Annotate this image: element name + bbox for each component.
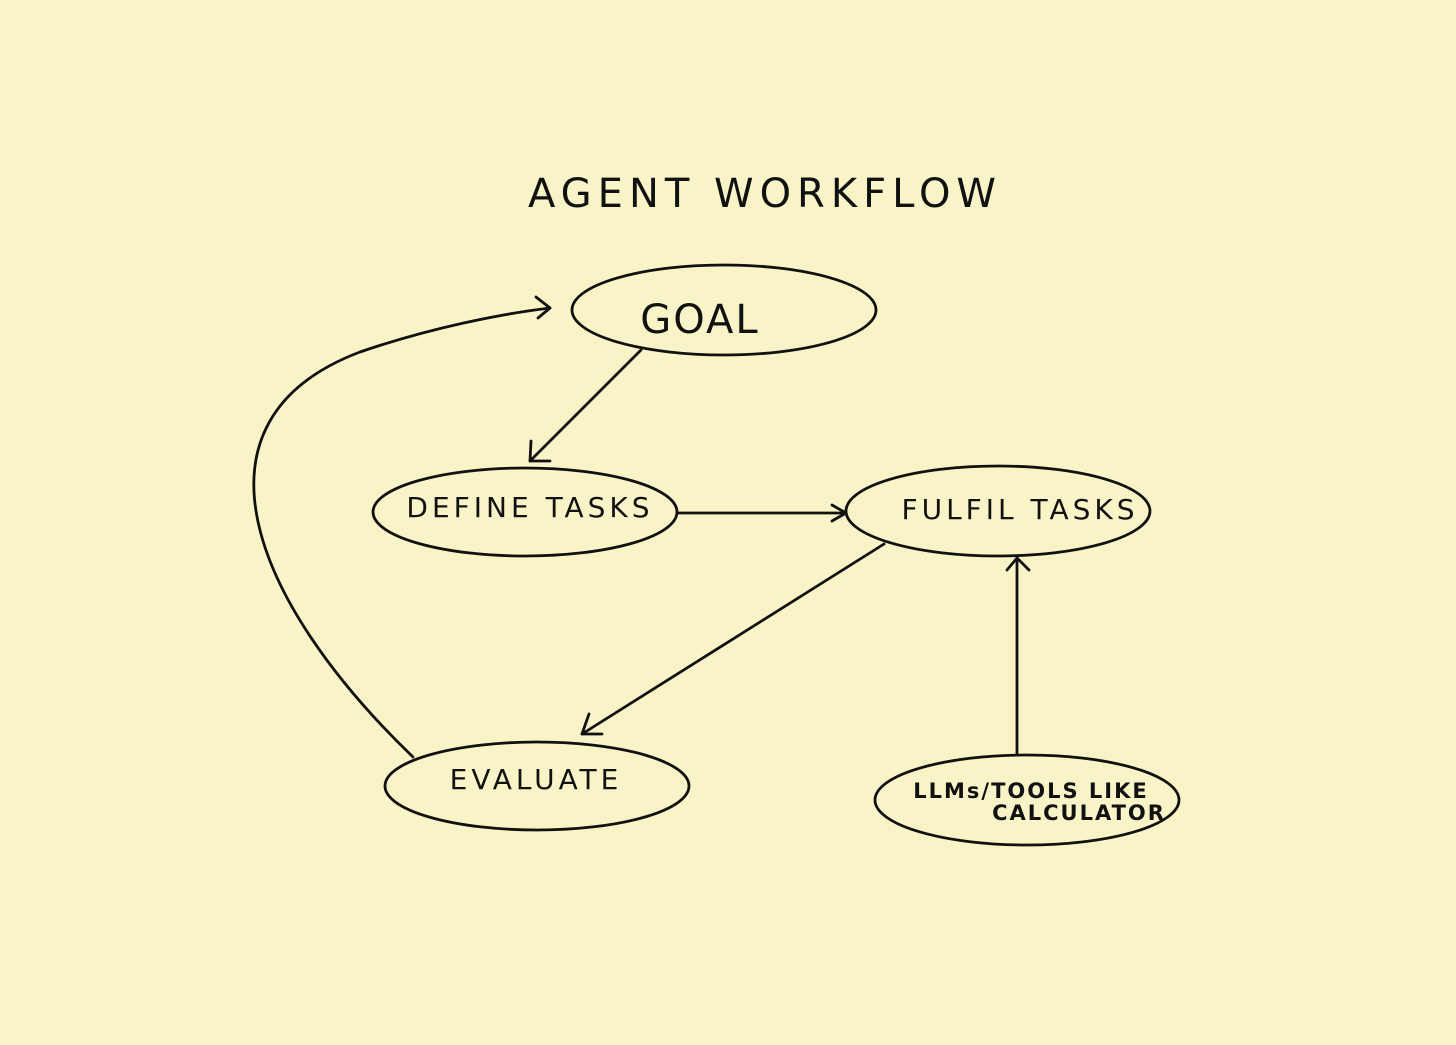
diagram-title: AGENT WORKFLOW	[528, 171, 1002, 217]
arrow-tools-to-fulfil	[1005, 556, 1031, 757]
node-goal-label: GOAL	[640, 297, 759, 343]
node-evaluate-ellipse	[383, 740, 691, 832]
node-evaluate-label: EVALUATE	[450, 763, 623, 796]
arrow-evaluate-to-goal	[252, 295, 552, 759]
arrow-define-to-fulfil	[675, 503, 848, 523]
node-tools: LLMs/TOOLS LIKE CALCULATOR	[873, 753, 1181, 847]
node-fulfil-tasks-label: FULFIL TASKS	[901, 493, 1138, 526]
node-tools-ellipse	[873, 753, 1181, 847]
node-fulfil-tasks-ellipse	[844, 464, 1152, 558]
node-define-tasks-label: DEFINE TASKS	[406, 491, 653, 524]
node-tools-label-line1: LLMs/TOOLS LIKE	[913, 779, 1149, 803]
node-tools-label-line2: CALCULATOR	[992, 801, 1166, 825]
node-goal-ellipse	[570, 263, 878, 357]
node-goal: GOAL	[570, 263, 878, 357]
arrow-fulfil-to-evaluate	[580, 542, 886, 736]
node-evaluate: EVALUATE	[383, 740, 691, 832]
arrow-goal-to-define	[528, 348, 643, 463]
node-fulfil-tasks: FULFIL TASKS	[844, 464, 1152, 558]
node-define-tasks: DEFINE TASKS	[371, 466, 679, 558]
